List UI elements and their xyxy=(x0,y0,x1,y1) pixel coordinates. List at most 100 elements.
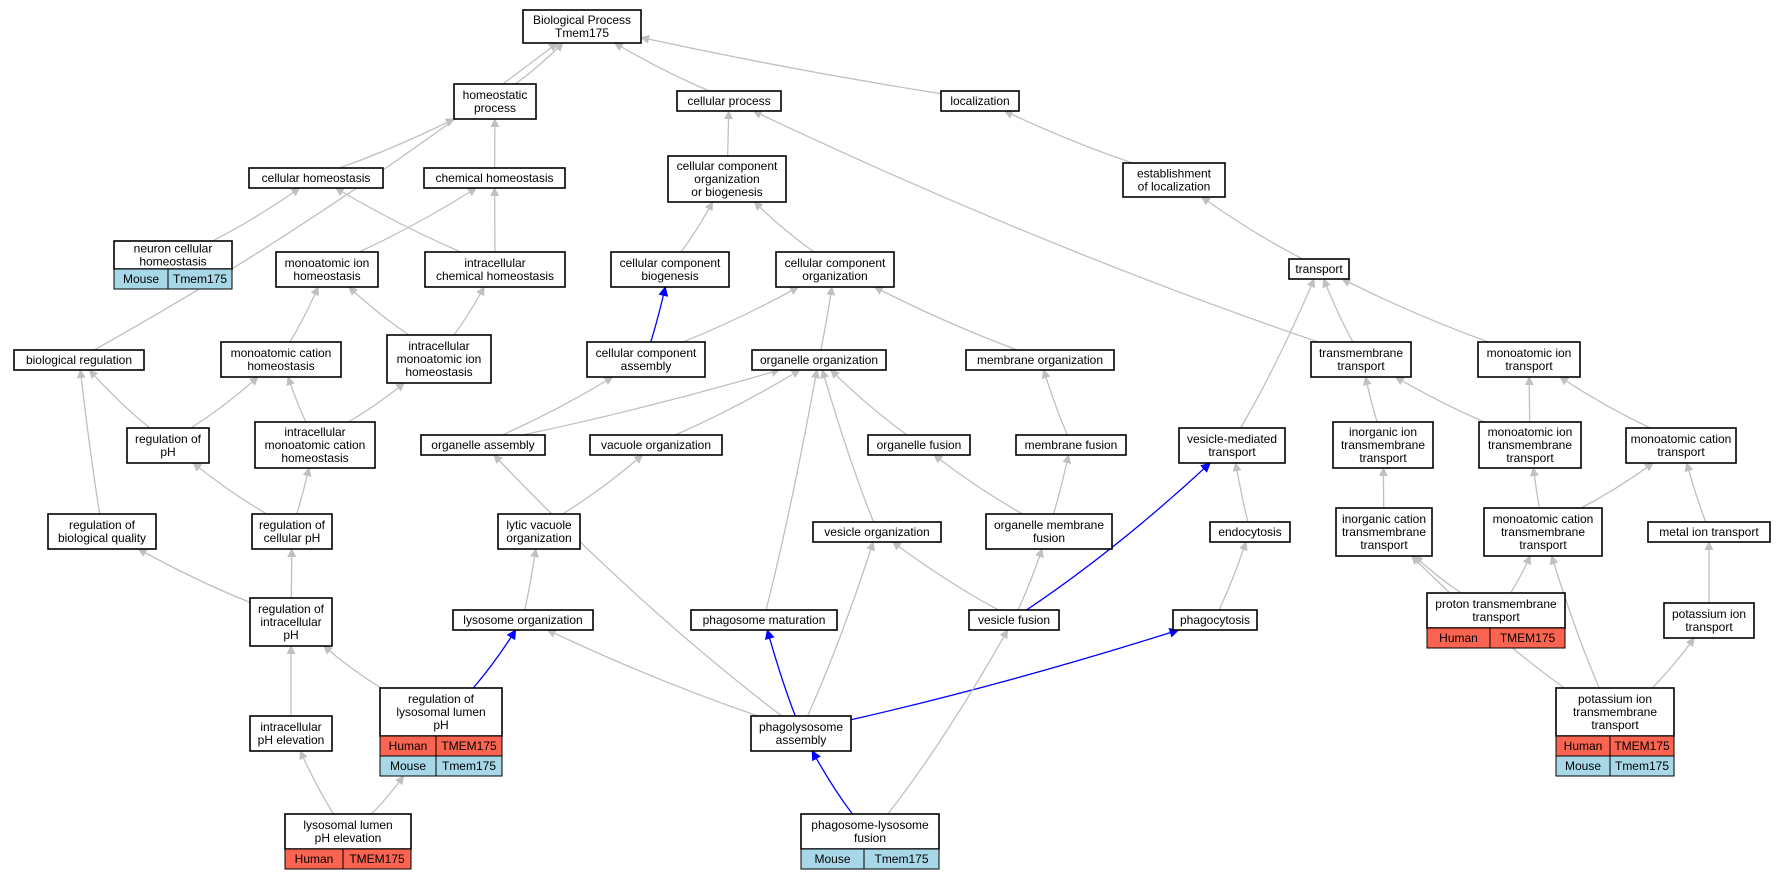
node-label-line: organelle fusion xyxy=(877,438,962,452)
is-a-edge-vacorg-to-orgorg xyxy=(674,369,801,436)
go-term-node-vesicle-fusion[interactable]: vesicle fusion xyxy=(968,609,1060,631)
node-box xyxy=(867,434,971,456)
species-cell: Human xyxy=(1555,735,1611,757)
is-a-edge-kiontm-to-kiontrans xyxy=(1651,637,1695,689)
species-label: Mouse xyxy=(814,852,850,866)
node-box xyxy=(249,715,333,752)
go-term-node-transport[interactable]: transport xyxy=(1288,258,1350,280)
go-term-node-cellular-homeostasis[interactable]: cellular homeostasis xyxy=(248,167,384,189)
is-a-edge-vesfus-to-vesmed xyxy=(1026,462,1211,611)
node-box xyxy=(610,251,730,288)
node-box xyxy=(275,251,379,288)
node-label-line: transport xyxy=(1337,359,1385,373)
node-label-line: phagocytosis xyxy=(1180,613,1250,627)
go-term-node-chemical-homeostasis[interactable]: chemical homeostasis xyxy=(423,167,566,189)
annotation-cell-bg xyxy=(167,268,233,290)
go-term-node-localization[interactable]: localization xyxy=(940,90,1020,112)
gene-cell: Tmem175 xyxy=(1609,755,1675,777)
node-label-line: intracellular xyxy=(464,256,525,270)
go-term-node-cellular-process[interactable]: cellular process xyxy=(676,90,782,112)
go-term-node-organelle-assembly[interactable]: organelle assembly xyxy=(420,434,546,456)
annotation-cell-bg xyxy=(863,848,940,870)
node-label-line: membrane organization xyxy=(977,353,1103,367)
node-label-line: monoatomic cation xyxy=(231,346,332,360)
go-term-node-membrane-fusion[interactable]: membrane fusion xyxy=(1015,434,1127,456)
node-box xyxy=(522,9,642,44)
is-a-edge-vesfus-to-vesorg xyxy=(891,541,999,611)
go-term-node-vesicle-organization[interactable]: vesicle organization xyxy=(812,521,942,543)
is-a-edge-ccorg-to-ccob xyxy=(753,201,815,253)
is-a-edge-regcellph-to-intmacathomeo xyxy=(296,467,312,515)
go-term-node-lysosome-organization[interactable]: lysosome organization xyxy=(452,609,594,631)
gene-label: Tmem175 xyxy=(442,759,496,773)
is-a-edge-regintph-to-regcellph xyxy=(287,548,297,599)
go-term-node-endocytosis[interactable]: endocytosis xyxy=(1209,521,1291,543)
is-a-edge-phagolysofus-to-phagolyso xyxy=(811,750,853,815)
go-term-node-biological-regulation[interactable]: biological regulation xyxy=(13,349,145,371)
node-label-line: transport xyxy=(1359,451,1407,465)
go-term-node-phagocytosis[interactable]: phagocytosis xyxy=(1172,609,1258,631)
is-a-edge-macattrans-to-maitrans xyxy=(1559,376,1651,429)
go-term-node-membrane-organization[interactable]: membrane organization xyxy=(965,349,1115,371)
is-a-edge-phagocyt-to-endo xyxy=(1218,541,1248,611)
node-label-line: assembly xyxy=(776,733,827,747)
gene-label: TMEM175 xyxy=(1500,631,1556,645)
node-label-line: phagosome maturation xyxy=(703,613,826,627)
go-term-node-organelle-fusion[interactable]: organelle fusion xyxy=(867,434,971,456)
go-term-node-potassium-ion-transmembrane-transport[interactable]: potassium iontransmembranetransportHuman… xyxy=(1555,687,1675,777)
is-a-edge-inorgion-to-tmtrans xyxy=(1362,376,1378,423)
node-box xyxy=(586,341,706,378)
gene-cell: TMEM175 xyxy=(435,735,503,757)
node-box xyxy=(379,687,503,737)
go-term-node-vacuole-organization[interactable]: vacuole organization xyxy=(589,434,723,456)
node-box xyxy=(589,434,723,456)
gene-label: TMEM175 xyxy=(1614,739,1670,753)
is-a-edge-regbq-to-bioreg xyxy=(76,369,101,515)
node-label-line: monoatomic ion xyxy=(1487,346,1572,360)
go-term-node-organelle-organization[interactable]: organelle organization xyxy=(751,349,887,371)
go-term-node-phagosome-maturation[interactable]: phagosome maturation xyxy=(690,609,838,631)
is-a-edge-intmacathomeo-to-macathomeo xyxy=(286,376,307,423)
is-a-edge-vesfus-to-orgmemfus xyxy=(1017,548,1044,611)
is-a-edge-ccob-to-cellproc xyxy=(724,110,734,157)
go-term-node-metal-ion-transport[interactable]: metal ion transport xyxy=(1647,521,1771,543)
node-label-line: cellular component xyxy=(677,159,778,173)
is-a-edge-phagolyso-to-vesorg xyxy=(807,541,875,717)
node-label-line: transport xyxy=(1657,445,1705,459)
